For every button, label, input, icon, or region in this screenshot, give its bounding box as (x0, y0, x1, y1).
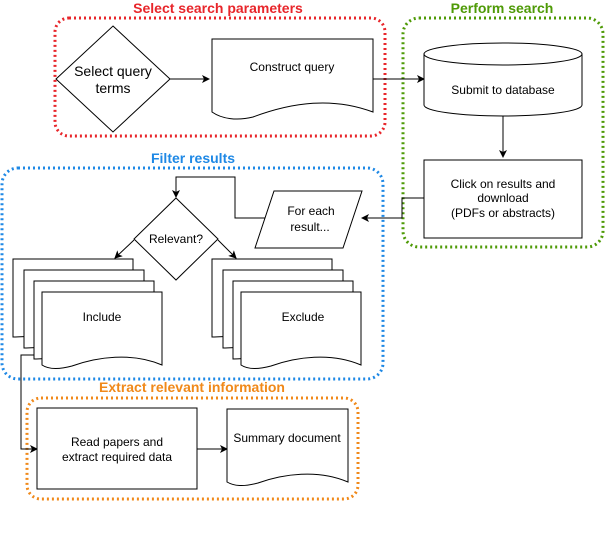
node-construct-query[interactable]: Construct query (211, 38, 374, 120)
node-click-results-line2: download (477, 191, 528, 205)
node-construct-query-label: Construct query (250, 60, 335, 74)
node-for-each-line1: For each (287, 204, 334, 218)
node-read-papers[interactable]: Read papers and extract required data (36, 407, 198, 490)
node-include-documents[interactable]: Include (12, 258, 163, 369)
group-select-params (53, 16, 387, 138)
node-for-each-line2: result... (290, 220, 329, 234)
node-exclude-label: Exclude (282, 310, 325, 324)
node-click-results[interactable]: Click on results and download (PDFs or a… (423, 159, 583, 239)
node-relevant-decision[interactable]: Relevant? (133, 197, 219, 281)
node-relevant-label: Relevant? (149, 232, 203, 246)
node-for-each-result[interactable]: For each result... (254, 190, 363, 249)
group-title-filter-results: Filter results (151, 150, 235, 166)
group-filter-results (0, 166, 385, 381)
node-click-results-line1: Click on results and (451, 177, 556, 191)
node-include-label: Include (83, 310, 122, 324)
node-read-papers-line2: extract required data (62, 450, 172, 464)
node-submit-database[interactable]: Submit to database (423, 42, 583, 117)
node-select-terms-line1: Select query (74, 63, 152, 79)
group-title-perform-search: Perform search (451, 0, 554, 16)
node-select-terms-line2: terms (96, 80, 131, 96)
node-exclude-documents[interactable]: Exclude (211, 258, 362, 369)
group-perform-search (401, 16, 605, 249)
edge-relevant-to-exclude (217, 239, 237, 259)
node-click-results-line3: (PDFs or abstracts) (451, 206, 555, 220)
node-summary-label: Summary document (233, 431, 341, 445)
node-read-papers-line1: Read papers and (71, 435, 163, 449)
node-submit-database-label: Submit to database (451, 83, 555, 97)
group-title-extract-info: Extract relevant information (99, 379, 285, 395)
node-select-terms[interactable]: Select query terms (55, 25, 171, 133)
edge-click-to-foreach (361, 197, 424, 222)
edge-foreach-to-loop (172, 176, 275, 219)
group-title-select-params: Select search parameters (133, 0, 303, 16)
edge-relevant-to-include (114, 239, 135, 259)
edge-include-to-read (20, 354, 38, 453)
node-summary-document[interactable]: Summary document (226, 408, 349, 486)
